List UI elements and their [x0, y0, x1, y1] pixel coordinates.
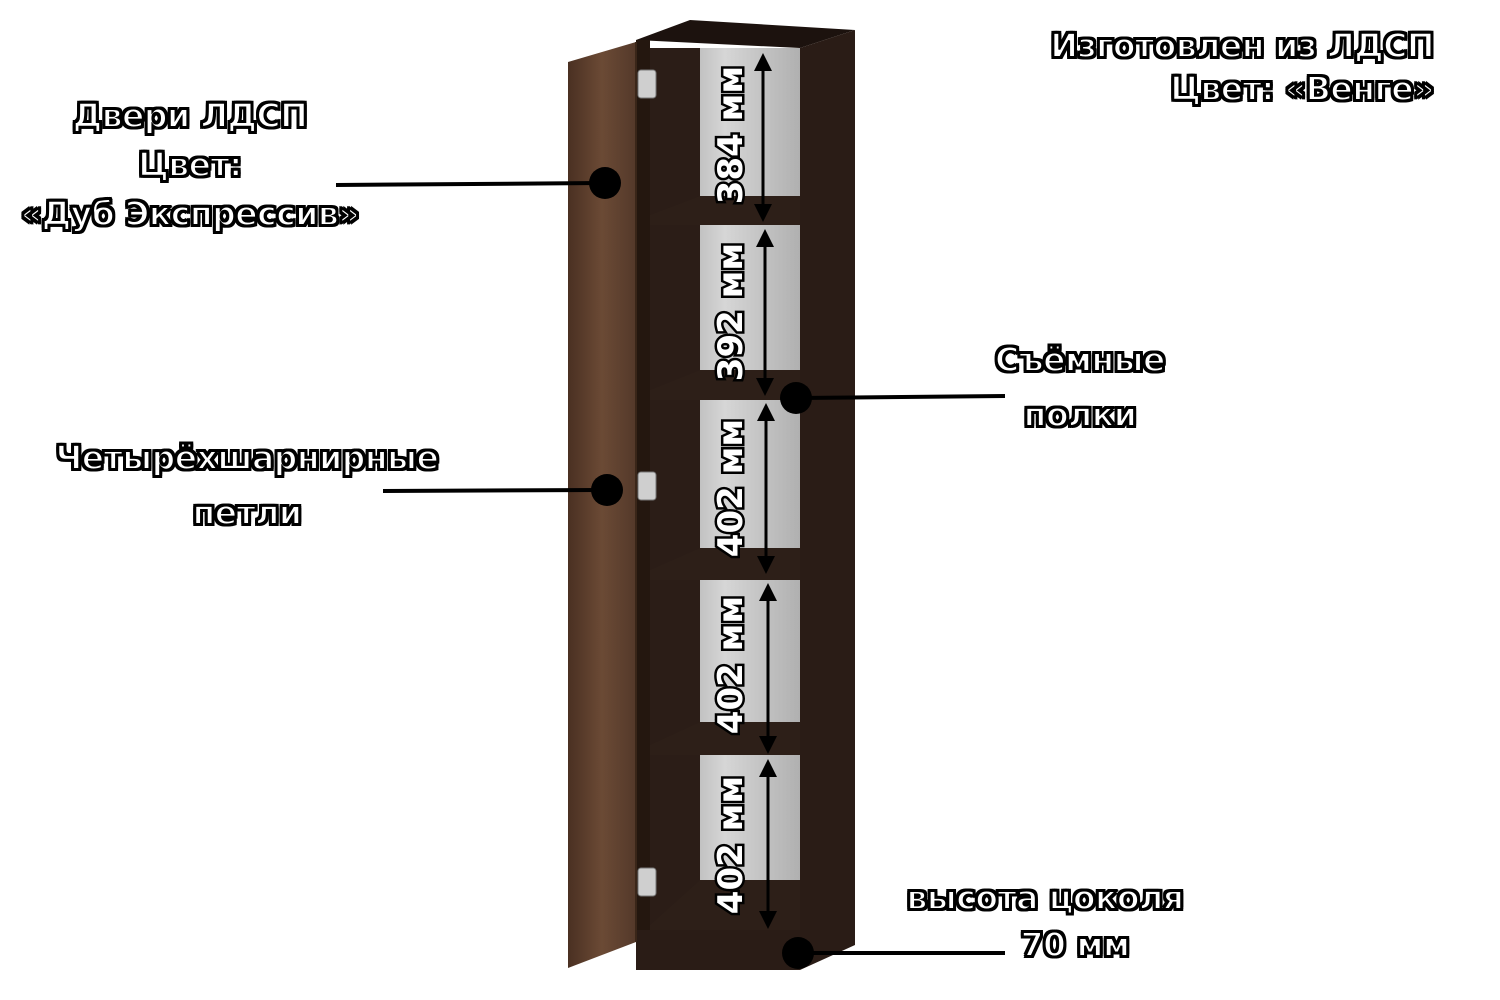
cabinet-inner-shadow — [650, 48, 700, 933]
hinges-line-2: петли — [191, 492, 303, 532]
dimension-label-4: 402 мм — [711, 596, 751, 734]
hinges — [637, 69, 657, 897]
shelf-callout-dot — [780, 382, 812, 414]
doors-line-2: Цвет: — [137, 144, 243, 184]
dimension-labels: 384 мм 392 мм 402 мм 402 мм 402 мм — [709, 63, 754, 916]
hinge-bottom — [637, 867, 657, 897]
cabinet-left-side — [636, 40, 650, 970]
dimension-label-3: 402 мм — [711, 419, 751, 557]
door-leader-line — [335, 181, 601, 187]
plinth-label: высота цоколя 70 мм — [906, 878, 1185, 964]
doors-line-3: «Дуб Экспрессив» — [20, 193, 361, 233]
cabinet-plinth — [636, 930, 800, 970]
shelf-leader-line — [799, 394, 1006, 400]
hinges-label: Четырёхшарнирные петли — [55, 438, 440, 532]
callouts — [335, 167, 1006, 969]
doors-line-1: Двери ЛДСП — [72, 96, 309, 135]
shelves-line-1: Съёмные — [994, 340, 1166, 379]
shelves-label: Съёмные полки — [994, 340, 1166, 434]
plinth-line-1: высота цоколя — [906, 878, 1185, 917]
material-label: Изготовлен из ЛДСП Цвет: «Венге» — [1049, 26, 1435, 108]
dimension-label-5: 402 мм — [711, 776, 751, 914]
plinth-line-2: 70 мм — [1020, 924, 1131, 964]
hinge-top — [637, 69, 657, 99]
cabinet-top — [636, 20, 855, 48]
dimension-arrows — [754, 53, 777, 929]
shelves-line-2: полки — [1023, 394, 1138, 434]
cabinet-right-side — [800, 30, 855, 970]
hinge-leader-line — [382, 488, 601, 493]
cabinet-body — [636, 20, 855, 970]
hinges-line-1: Четырёхшарнирные — [55, 438, 440, 477]
material-line-1: Изготовлен из ЛДСП — [1049, 26, 1435, 65]
doors-label: Двери ЛДСП Цвет: «Дуб Экспрессив» — [20, 96, 361, 233]
dimension-label-1: 384 мм — [711, 66, 751, 204]
hinge-callout-dot — [591, 474, 623, 506]
door-callout-dot — [589, 167, 621, 199]
material-line-2: Цвет: «Венге» — [1169, 68, 1435, 108]
hinge-middle — [637, 471, 657, 501]
dimension-label-2: 392 мм — [711, 243, 751, 381]
plinth-callout-dot — [782, 937, 814, 969]
